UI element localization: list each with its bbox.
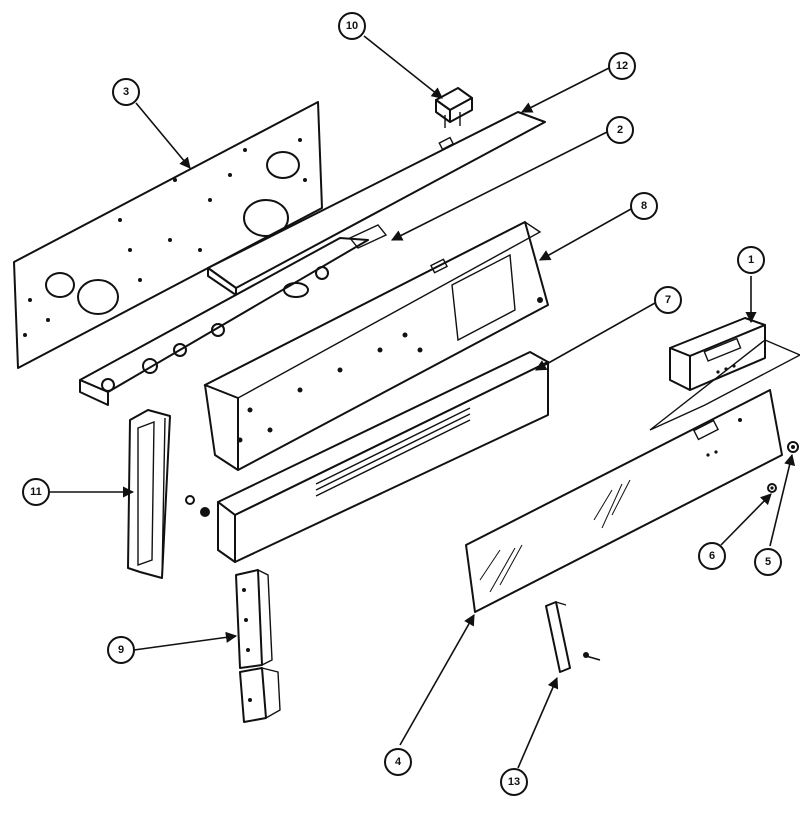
part-5-screw: [787, 441, 799, 453]
leader-3: [135, 102, 191, 169]
svg-text:8: 8: [641, 200, 647, 212]
svg-text:3: 3: [123, 86, 129, 98]
svg-text:13: 13: [508, 776, 520, 788]
part-11-side-trim: [127, 409, 171, 579]
svg-text:5: 5: [765, 556, 771, 568]
callout-12: 12: [608, 52, 636, 80]
leader-2: [390, 131, 608, 241]
part-screw-a: [185, 495, 210, 517]
part-screw-b: [583, 652, 601, 661]
svg-text:12: 12: [616, 60, 628, 72]
callout-13: 13: [500, 768, 528, 796]
leader-6: [720, 493, 772, 546]
part-13-bracket: [545, 601, 571, 673]
callout-8: 8: [630, 192, 658, 220]
callout-6: 6: [698, 542, 726, 570]
part-6-screw: [767, 483, 777, 493]
callout-2: 2: [606, 116, 634, 144]
part-10-switch: [435, 87, 473, 128]
callout-10: 10: [338, 12, 366, 40]
leader-13: [517, 676, 559, 769]
callout-7: 7: [654, 286, 682, 314]
part-12-top-strip: [207, 111, 546, 296]
svg-text:4: 4: [395, 756, 402, 768]
svg-text:2: 2: [617, 124, 623, 136]
part-2-mounting-bracket: [79, 224, 388, 406]
leader-12: [521, 67, 610, 113]
leader-5: [769, 453, 796, 547]
callout-9: 9: [107, 636, 135, 664]
part-4-glass-panel: [465, 389, 783, 613]
svg-text:11: 11: [30, 486, 42, 498]
callout-5: 5: [754, 548, 782, 576]
part-1-control-module: [649, 317, 800, 431]
callout-3: 3: [112, 78, 140, 106]
svg-text:10: 10: [346, 20, 358, 32]
callout-11: 11: [22, 478, 50, 506]
svg-text:7: 7: [665, 294, 671, 306]
part-9-hinge-brackets: [235, 568, 281, 723]
callout-4: 4: [384, 748, 412, 776]
leader-10: [363, 35, 443, 99]
svg-text:9: 9: [118, 644, 124, 656]
callout-1: 1: [737, 246, 765, 274]
leader-7: [535, 302, 656, 371]
svg-text:1: 1: [748, 254, 754, 266]
leader-4: [399, 614, 475, 746]
svg-text:6: 6: [709, 550, 715, 562]
part-3-rear-panel: [13, 101, 323, 369]
leader-9: [133, 631, 238, 651]
part-7-front-trim: [217, 351, 549, 563]
part-8-control-panel-frame: [203, 221, 549, 471]
leader-8: [539, 208, 632, 261]
